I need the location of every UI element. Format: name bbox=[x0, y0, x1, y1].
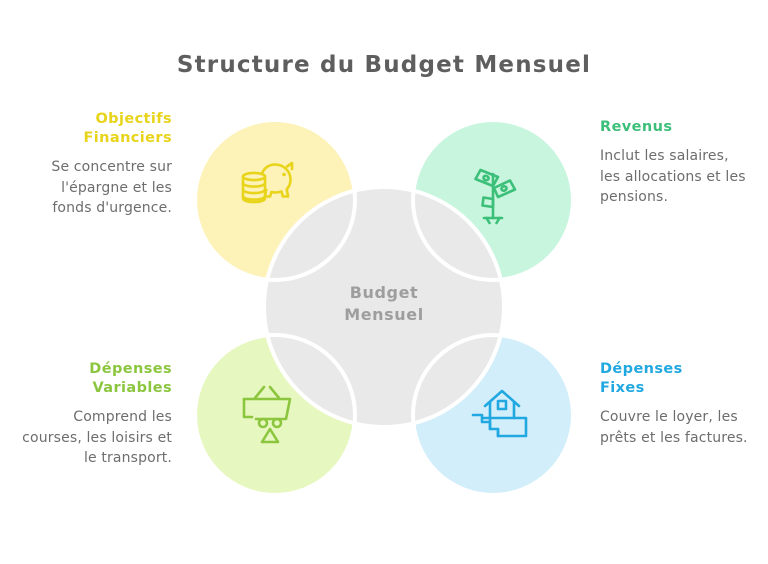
text-block-revenus: Revenus Inclut les salaires, les allocat… bbox=[600, 118, 752, 207]
heading-line1: Dépenses bbox=[89, 361, 172, 377]
page-title: Structure du Budget Mensuel bbox=[176, 52, 592, 78]
heading-depenses-variables: Dépenses Variables bbox=[20, 360, 172, 398]
text-block-objectifs-financiers: Objectifs Financiers Se concentre sur l'… bbox=[20, 110, 172, 219]
text-block-depenses-variables: Dépenses Variables Comprend les courses,… bbox=[20, 360, 172, 469]
heading-line2: Fixes bbox=[600, 380, 645, 397]
body-depenses-fixes: Couvre le loyer, les prêts et les factur… bbox=[600, 409, 748, 446]
heading-line2: Variables bbox=[92, 380, 172, 397]
body-objectifs-financiers: Se concentre sur l'épargne et les fonds … bbox=[51, 159, 172, 217]
shopping-basket-icon bbox=[242, 385, 292, 444]
body-depenses-variables: Comprend les courses, les loisirs et le … bbox=[22, 409, 172, 467]
heading-objectifs-financiers: Objectifs Financiers bbox=[20, 110, 172, 148]
heading-line1: Revenus bbox=[600, 119, 673, 135]
circle-center-budget[interactable] bbox=[264, 187, 504, 427]
heading-revenus: Revenus bbox=[600, 118, 752, 137]
heading-line1: Dépenses bbox=[600, 361, 683, 377]
body-revenus: Inclut les salaires, les allocations et … bbox=[600, 148, 746, 205]
text-block-depenses-fixes: Dépenses Fixes Couvre le loyer, les prêt… bbox=[600, 360, 752, 448]
house-stairs-icon bbox=[471, 389, 528, 438]
heading-depenses-fixes: Dépenses Fixes bbox=[600, 360, 752, 398]
money-tree-icon bbox=[474, 168, 517, 225]
piggy-bank-icon bbox=[241, 161, 294, 204]
heading-line1: Objectifs bbox=[95, 111, 172, 127]
heading-line2: Financiers bbox=[83, 130, 172, 147]
circle-outlines bbox=[193, 118, 575, 497]
